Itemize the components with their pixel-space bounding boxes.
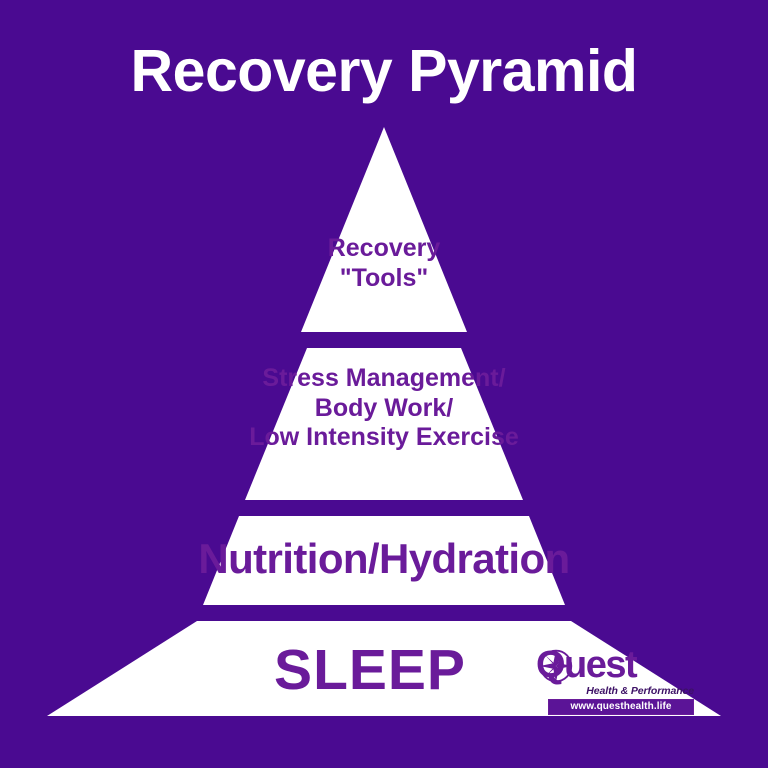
page-title: Recovery Pyramid — [130, 38, 638, 104]
pyramid-tier-1-shape — [301, 127, 467, 332]
quest-health-logo: Quest Health & Performance www.questheal… — [534, 644, 696, 718]
pyramid-tier-4-label: SLEEP — [274, 638, 466, 702]
compass-rose-icon — [539, 649, 573, 683]
pyramid-tier-2-shape — [245, 348, 523, 500]
pyramid-tier-3-shape — [203, 516, 565, 605]
logo-url-bar: www.questhealth.life — [548, 699, 694, 715]
pyramid-tier-4-shape — [47, 621, 721, 716]
logo-url-text: www.questhealth.life — [570, 701, 672, 712]
pyramid-tier-1-label: Recovery "Tools" — [327, 234, 441, 292]
pyramid-tier-3-label: Nutrition/Hydration — [198, 535, 570, 582]
logo-wordmark: Quest — [536, 644, 638, 686]
pyramid-tier-2-label: Stress Management/ Body Work/ Low Intens… — [249, 364, 519, 451]
logo-tagline: Health & Performance — [586, 685, 694, 697]
logo-wordmark-row: Quest — [534, 644, 696, 686]
